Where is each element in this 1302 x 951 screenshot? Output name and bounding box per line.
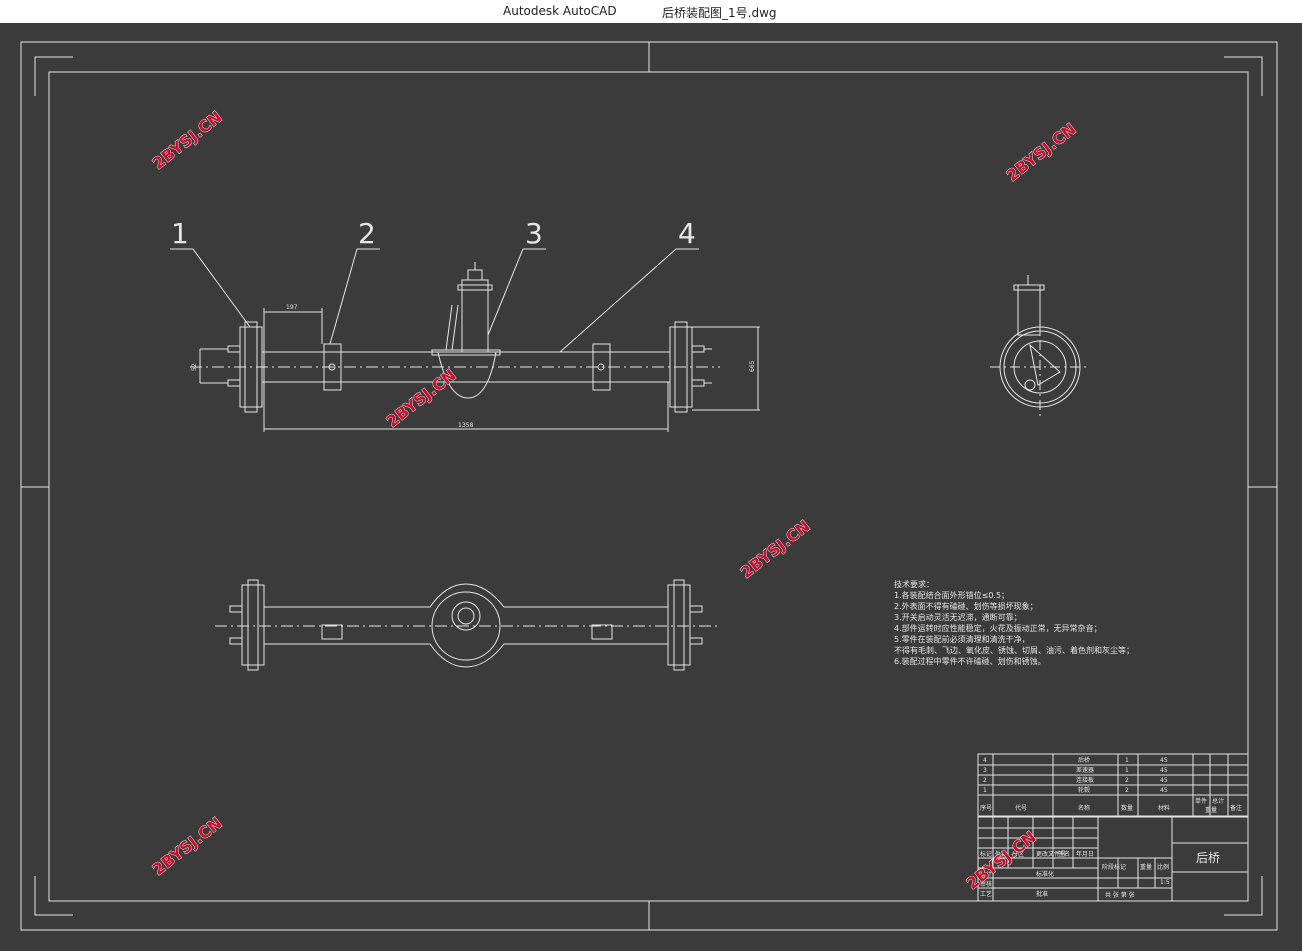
front-view-labels: 197 1358 665 52 <box>191 304 756 429</box>
svg-text:阶段标记: 阶段标记 <box>1102 863 1126 871</box>
svg-text:比例: 比例 <box>1157 863 1169 871</box>
svg-text:名称: 名称 <box>1078 804 1090 812</box>
svg-text:1: 1 <box>983 787 987 794</box>
svg-text:数量: 数量 <box>1121 804 1133 812</box>
svg-text:轮毂: 轮毂 <box>1078 786 1090 794</box>
dim-665: 665 <box>749 360 756 372</box>
drawing-frame <box>20 41 1278 931</box>
technical-requirements: 技术要求： 1.各装配结合面外形错位≤0.5； 2.外表面不得有磕碰、划伤等损坏… <box>894 579 1134 666</box>
svg-text:年月日: 年月日 <box>1076 850 1094 858</box>
sheet-info: 共 张 第 张 <box>1105 891 1135 899</box>
svg-text:标准化: 标准化 <box>1036 870 1054 878</box>
balloon-labels: 1 2 3 4 <box>171 217 696 250</box>
svg-text:备注: 备注 <box>1230 804 1242 812</box>
svg-text:审核: 审核 <box>980 880 992 888</box>
svg-text:批准: 批准 <box>1036 890 1048 898</box>
tech-req-item: 3.开关启动灵活无迟滞，通断可靠； <box>894 612 1022 622</box>
svg-text:设计: 设计 <box>980 870 992 878</box>
document-tab-title[interactable]: 后桥装配图_1号.dwg <box>662 6 777 20</box>
svg-text:连接板: 连接板 <box>1076 776 1094 784</box>
svg-text:1: 1 <box>1125 757 1129 764</box>
balloon-1: 1 <box>171 217 189 250</box>
svg-text:标记: 标记 <box>980 850 992 858</box>
svg-text:1: 1 <box>1125 767 1129 774</box>
window-titlebar: Autodesk AutoCAD 后桥装配图_1号.dwg <box>0 0 1302 24</box>
svg-text:更改文件号: 更改文件号 <box>1036 850 1066 858</box>
svg-text:总计: 总计 <box>1212 797 1224 805</box>
svg-text:45: 45 <box>1160 777 1168 784</box>
tech-req-item: 5.零件在装配前必须清理和清洗干净， <box>894 634 1030 644</box>
bom-table[interactable] <box>977 753 1249 817</box>
svg-text:45: 45 <box>1160 767 1168 774</box>
svg-text:序号: 序号 <box>980 804 992 812</box>
svg-text:代号: 代号 <box>1015 804 1027 812</box>
svg-text:2: 2 <box>1125 787 1129 794</box>
title-block-text: 后桥 1:5 共 张 第 张 标记 处数 分区 更改文件号 签名 年月日 设计 … <box>980 850 1220 899</box>
side-view[interactable] <box>990 275 1090 420</box>
svg-text:3: 3 <box>983 767 987 774</box>
tech-req-item: 4.部件运转时应性能稳定，火花及振动正常，无异常杂音； <box>894 623 1102 633</box>
tech-req-item: 1.各装配结合面外形错位≤0.5； <box>894 590 1009 600</box>
svg-text:4: 4 <box>983 757 987 764</box>
top-view[interactable] <box>215 579 720 671</box>
svg-text:分区: 分区 <box>1012 850 1024 858</box>
front-view[interactable] <box>170 248 760 432</box>
svg-text:工艺: 工艺 <box>980 890 992 898</box>
balloon-4: 4 <box>678 217 696 250</box>
svg-text:差速器: 差速器 <box>1076 766 1094 774</box>
app-name: Autodesk AutoCAD <box>503 4 617 18</box>
svg-text:材料: 材料 <box>1158 804 1170 812</box>
dim-197: 197 <box>286 304 298 311</box>
drawing-canvas[interactable]: 197 1358 665 52 1 2 3 4 <box>0 23 1302 947</box>
tech-req-item: 6.装配过程中零件不许磕碰、划伤和锈蚀。 <box>894 656 1046 666</box>
svg-text:重量: 重量 <box>1140 863 1152 871</box>
balloon-2: 2 <box>358 217 376 250</box>
svg-text:后桥: 后桥 <box>1078 756 1090 764</box>
tech-req-item: 不得有毛刺、飞边、氧化皮、锈蚀、切屑、油污、着色剂和灰尘等； <box>894 645 1134 655</box>
svg-text:2: 2 <box>1125 777 1129 784</box>
svg-text:重量: 重量 <box>1205 806 1217 814</box>
svg-text:2: 2 <box>983 777 987 784</box>
bom-text: 4 后桥 1 45 3 差速器 1 45 2 连接板 2 45 1 轮毂 2 4… <box>980 756 1242 814</box>
svg-text:45: 45 <box>1160 757 1168 764</box>
tech-req-item: 2.外表面不得有磕碰、划伤等损坏现象； <box>894 601 1038 611</box>
title-block[interactable] <box>977 816 1249 902</box>
svg-text:处数: 处数 <box>995 850 1007 858</box>
svg-text:单件: 单件 <box>1195 797 1207 805</box>
svg-text:签名: 签名 <box>1058 850 1070 858</box>
tech-req-heading: 技术要求： <box>894 579 934 589</box>
drawing-svg: 197 1358 665 52 1 2 3 4 <box>0 23 1302 947</box>
scale-value: 1:5 <box>1160 879 1170 886</box>
balloon-3: 3 <box>525 217 543 250</box>
dim-52: 52 <box>191 363 198 371</box>
drawing-title: 后桥 <box>1196 851 1220 865</box>
dim-1358: 1358 <box>458 422 473 429</box>
svg-text:45: 45 <box>1160 787 1168 794</box>
